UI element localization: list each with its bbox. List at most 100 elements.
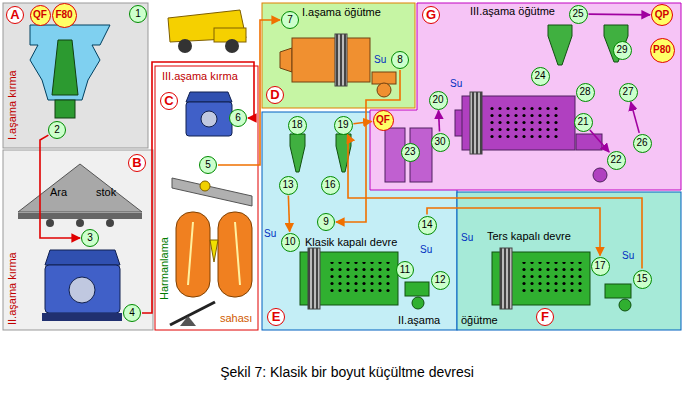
stage-heading: Ara: [50, 186, 67, 199]
callout-number: 1: [129, 5, 147, 23]
callout-number: 29: [613, 41, 632, 60]
callout-number: 24: [531, 67, 550, 86]
flow-line: [590, 130, 609, 152]
area-heading: sahası: [220, 312, 252, 325]
callout-number: 22: [607, 151, 626, 170]
callout-number: 3: [81, 229, 99, 247]
callout-number: 6: [229, 109, 247, 127]
callout-number: 23: [401, 143, 420, 162]
callout-text: 29: [616, 45, 627, 55]
callout-number: 17: [591, 257, 610, 276]
callout-text: QP: [655, 10, 669, 20]
flow-line: [347, 135, 642, 269]
flow-line: [438, 110, 439, 131]
callout-number: 4: [123, 304, 141, 322]
callout-number: 8: [391, 51, 409, 69]
callout-number: 25: [569, 5, 588, 24]
callout-number: 13: [279, 176, 298, 195]
section-panel: B Ara stokII.aşama kırma 3 4: [3, 150, 153, 330]
callout-text: 28: [579, 87, 590, 97]
stage-heading: I.aşama kırma: [6, 70, 19, 140]
section-letter: E: [267, 308, 285, 326]
flow-line: [40, 135, 80, 238]
flow-line: [288, 195, 289, 231]
stage-heading: Ters kapalı devre: [487, 230, 571, 243]
callout-text: 14: [421, 220, 432, 230]
vibrating-screen: [172, 178, 252, 206]
callout-number: 2: [48, 121, 66, 139]
figure-caption: Şekil 7: Klasik bir boyut küçültme devre…: [0, 364, 694, 380]
flow-parameter-circle: QF: [373, 110, 394, 131]
callout-text: QF: [376, 115, 390, 125]
callout-text: QF: [33, 10, 47, 20]
callout-text: 20: [432, 95, 443, 105]
callout-number: 19: [334, 116, 353, 135]
flow-parameter-circle: QF: [30, 5, 51, 26]
callout-number: 20: [429, 91, 448, 110]
stage-heading: Klasik kapalı devre: [305, 236, 397, 249]
callout-text: 26: [636, 138, 647, 148]
flow-parameter-circle: P80: [650, 38, 675, 63]
water-label: Su: [264, 228, 276, 240]
tertiary-ball-mill: [385, 92, 607, 182]
callout-number: 15: [633, 270, 652, 289]
section-letter: D: [266, 86, 284, 104]
classic-circuit-cyclones: [290, 134, 351, 172]
callout-text: 19: [337, 120, 348, 130]
callout-number: 11: [396, 261, 414, 279]
callout-text: 18: [291, 120, 302, 130]
stage-heading: II.aşama: [398, 314, 440, 327]
panel-grounds: [3, 3, 681, 330]
callout-number: 12: [431, 271, 450, 290]
gyratory-crusher: [30, 25, 110, 118]
callout-number: 5: [199, 156, 217, 174]
stage-heading: stok: [96, 186, 116, 199]
callout-text: 15: [636, 274, 647, 284]
callout-text: 4: [129, 308, 135, 318]
callout-text: 2: [54, 125, 60, 135]
callout-number: 26: [633, 134, 652, 153]
flow-line: [336, 70, 400, 222]
callout-text: 17: [594, 261, 605, 271]
reverse-circuit-mill: [492, 248, 631, 311]
water-label: Su: [461, 232, 473, 244]
callout-number: 10: [281, 233, 300, 252]
stage-heading: II.aşama kırma: [6, 252, 19, 325]
section-panel: FTers kapalı devreSuSuöğütme1517: [457, 192, 681, 330]
callout-text: 5: [205, 160, 211, 170]
callout-text: 8: [397, 55, 403, 65]
blending-stockpiles: [170, 212, 252, 326]
callout-text: 22: [610, 155, 621, 165]
flow-line: [427, 208, 600, 256]
callout-number: 14: [418, 216, 437, 235]
flow-line: [353, 121, 371, 123]
callout-text: 16: [324, 180, 335, 190]
water-label: Su: [622, 250, 634, 262]
stage-heading: öğütme: [461, 314, 498, 327]
callout-text: 13: [282, 180, 293, 190]
flow-line: [588, 13, 650, 15]
callout-text: 27: [622, 87, 633, 97]
callout-number: 27: [619, 83, 638, 102]
flow-line: [631, 102, 639, 133]
callout-text: P80: [653, 45, 671, 55]
section-letter: B: [128, 154, 146, 172]
area-heading: Harmanlama: [158, 237, 171, 300]
callout-number: 28: [576, 83, 595, 102]
primary-ball-mill: [280, 34, 396, 97]
stage-heading: III.aşama kırma: [162, 70, 238, 83]
section-letter: G: [422, 6, 440, 24]
callout-text: 9: [323, 217, 329, 227]
section-panel: AI.aşama kırmaQFF8012: [3, 3, 148, 148]
cone-crusher: [42, 250, 122, 321]
callout-text: 25: [572, 9, 583, 19]
water-label: Su: [374, 54, 386, 66]
tertiary-crusher: [186, 92, 232, 136]
stage-heading: I.aşama öğütme: [302, 6, 381, 19]
callout-text: 21: [577, 117, 588, 127]
callout-text: 11: [400, 265, 410, 275]
callout-number: 18: [288, 116, 307, 135]
classic-circuit-mill: [300, 248, 429, 309]
